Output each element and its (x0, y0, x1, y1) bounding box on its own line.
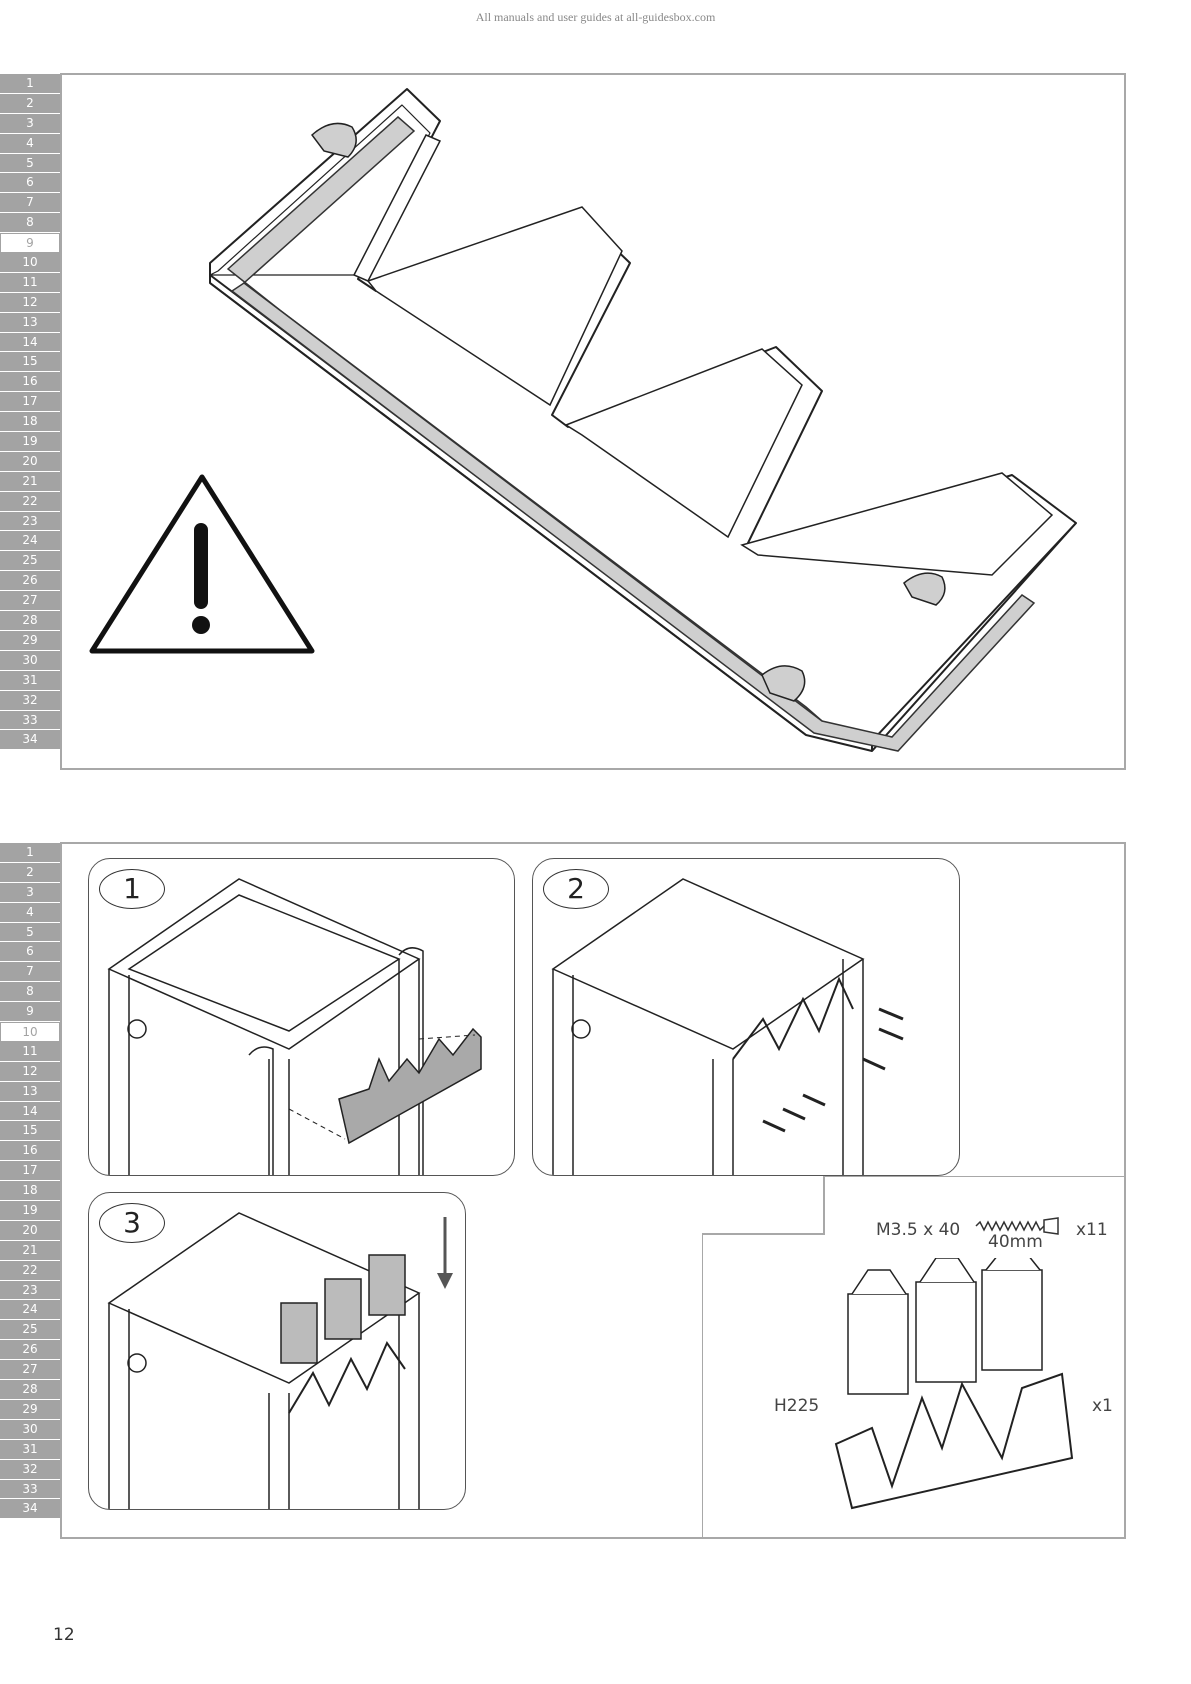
step-index-cell: 33 (0, 711, 60, 731)
step-index-cell: 27 (0, 1360, 60, 1380)
step-index-cell: 26 (0, 1340, 60, 1360)
step-index-cell: 29 (0, 631, 60, 651)
substep-2-badge: 2 (543, 869, 609, 909)
step-index-cell: 3 (0, 883, 60, 903)
rack-frame-illustration (62, 75, 1124, 768)
substep-1-badge: 1 (99, 869, 165, 909)
step-index-cell: 20 (0, 452, 60, 472)
step-index-cell: 14 (0, 1102, 60, 1122)
step-index-cell: 33 (0, 1480, 60, 1500)
step-index-cell: 31 (0, 671, 60, 691)
cart-assembly-illustration-1 (89, 859, 513, 1175)
step-index-cell: 26 (0, 571, 60, 591)
step-index-cell: 21 (0, 472, 60, 492)
step-index-cell: 6 (0, 173, 60, 193)
step-index-cell: 2 (0, 863, 60, 883)
step-index-cell: 15 (0, 352, 60, 372)
step-index-cell: 5 (0, 923, 60, 943)
step-index-cell: 13 (0, 1082, 60, 1102)
step-index-cell: 25 (0, 1320, 60, 1340)
step-index-cell: 24 (0, 531, 60, 551)
step-index-cell: 11 (0, 1042, 60, 1062)
holder-code-label: H225 (774, 1396, 819, 1416)
holder-quantity: x1 (1092, 1396, 1113, 1416)
step-index-cell: 12 (0, 1062, 60, 1082)
step-index-cell: 7 (0, 962, 60, 982)
step-index-cell: 18 (0, 1181, 60, 1201)
step-index-cell: 31 (0, 1440, 60, 1460)
step-index-cell: 16 (0, 372, 60, 392)
watermark-text: All manuals and user guides at all-guide… (0, 10, 1191, 25)
step-10-panel: 1 2 (60, 842, 1126, 1539)
step-index-cell: 14 (0, 333, 60, 353)
step-index-cell: 7 (0, 193, 60, 213)
screw-spec-label: M3.5 x 40 (876, 1220, 960, 1240)
step-index-cell: 30 (0, 1420, 60, 1440)
step-index-cell: 3 (0, 114, 60, 134)
step-index-cell: 28 (0, 1380, 60, 1400)
step-index-cell: 2 (0, 94, 60, 114)
page-number: 12 (53, 1625, 75, 1645)
step-index-cell: 32 (0, 1460, 60, 1480)
step-index-cell: 4 (0, 903, 60, 923)
step-index-cell: 20 (0, 1221, 60, 1241)
step-index-cell: 5 (0, 154, 60, 174)
step-index-cell: 13 (0, 313, 60, 333)
step-index-cell: 22 (0, 1261, 60, 1281)
cart-assembly-illustration-2 (533, 859, 957, 1175)
warning-triangle-icon (92, 477, 312, 651)
step-index-cell: 29 (0, 1400, 60, 1420)
step-index-cell: 22 (0, 492, 60, 512)
step-index-cell: 17 (0, 1161, 60, 1181)
step-index-cell: 21 (0, 1241, 60, 1261)
step-index-cell: 1 (0, 843, 60, 863)
step-index-cell: 11 (0, 273, 60, 293)
substep-1: 1 (88, 858, 515, 1176)
screw-quantity: x11 (1076, 1220, 1108, 1240)
step-index-cell: 23 (0, 512, 60, 532)
step-index-cell: 16 (0, 1141, 60, 1161)
step-9-panel (60, 73, 1126, 770)
step-index-cell: 12 (0, 293, 60, 313)
step-index-cell: 28 (0, 611, 60, 631)
step-index-cell: 4 (0, 134, 60, 154)
step-index-cell: 18 (0, 412, 60, 432)
step-index-cell: 24 (0, 1300, 60, 1320)
step-index-cell: 9 (0, 1002, 60, 1022)
step-index-cell: 30 (0, 651, 60, 671)
step-index-cell: 8 (0, 982, 60, 1002)
screw-length-label: 40mm (988, 1232, 1043, 1252)
step-index-cell: 19 (0, 432, 60, 452)
step-index-cell: 15 (0, 1121, 60, 1141)
step-index-cell: 8 (0, 213, 60, 233)
bottle-holder-illustration (832, 1258, 1082, 1514)
step-index-cell: 10 (0, 1022, 60, 1042)
step-index-cell: 23 (0, 1281, 60, 1301)
step-index-cell: 32 (0, 691, 60, 711)
step-index-cell: 34 (0, 730, 60, 750)
step-index-cell: 34 (0, 1499, 60, 1519)
step-index-cell: 25 (0, 551, 60, 571)
step-index-cell: 27 (0, 591, 60, 611)
substep-3: 3 (88, 1192, 466, 1510)
step-index-cell: 6 (0, 942, 60, 962)
step-index-cell: 17 (0, 392, 60, 412)
step-index-cell: 10 (0, 253, 60, 273)
substep-3-badge: 3 (99, 1203, 165, 1243)
step-index-cell: 19 (0, 1201, 60, 1221)
step-index-cell: 1 (0, 74, 60, 94)
step-index-cell: 9 (0, 233, 60, 253)
substep-2: 2 (532, 858, 960, 1176)
